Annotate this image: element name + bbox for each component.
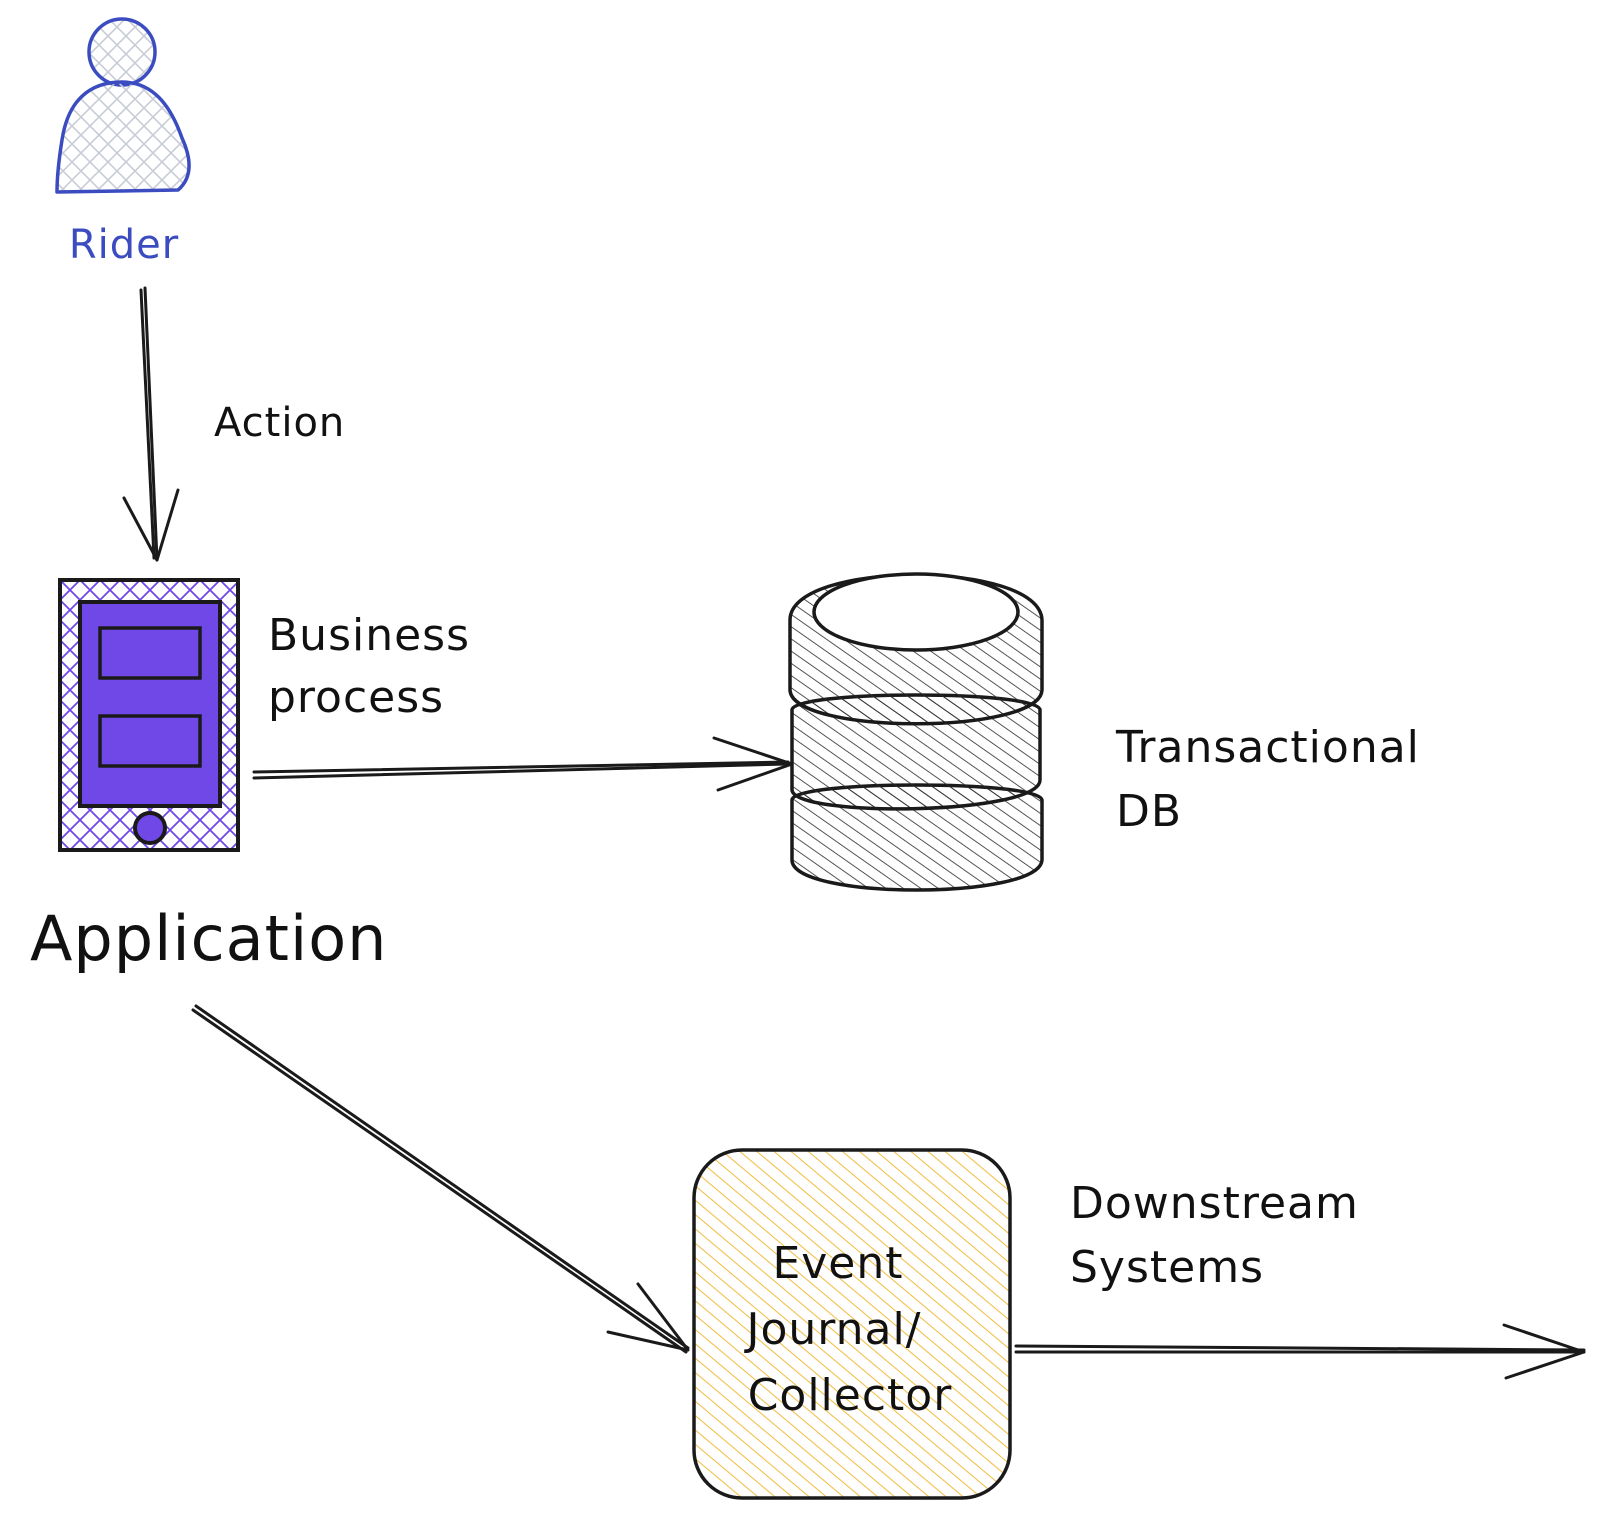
database-icon [788,572,1044,892]
collector-node: Event Journal/ Collector [692,1148,1012,1500]
collector-label-line2: Journal/ [744,1304,922,1355]
phone-icon [58,578,240,852]
application-node: Application [30,578,387,975]
arrow-application-to-database [252,736,794,792]
collector-box [692,1148,1012,1500]
rider-node: Rider [55,17,191,268]
person-icon [55,17,191,194]
database-node: Transactional DB [788,572,1420,892]
business-process-label-line1: Business [268,610,470,661]
downstream-label-line1: Downstream [1070,1178,1359,1229]
database-label-line1: Transactional [1115,722,1420,773]
collector-label-line3: Collector [748,1370,953,1421]
arrow-application-to-collector [191,1004,690,1354]
rider-label: Rider [69,222,179,268]
database-label-line2: DB [1116,786,1182,837]
collector-label-line1: Event [772,1238,903,1289]
application-label: Application [30,902,387,975]
arrow-rider-to-application [122,286,180,562]
action-label: Action [214,400,345,446]
downstream-label-line2: Systems [1070,1242,1264,1293]
business-process-label-line2: process [268,672,444,723]
arrow-collector-to-downstream [1014,1323,1586,1380]
